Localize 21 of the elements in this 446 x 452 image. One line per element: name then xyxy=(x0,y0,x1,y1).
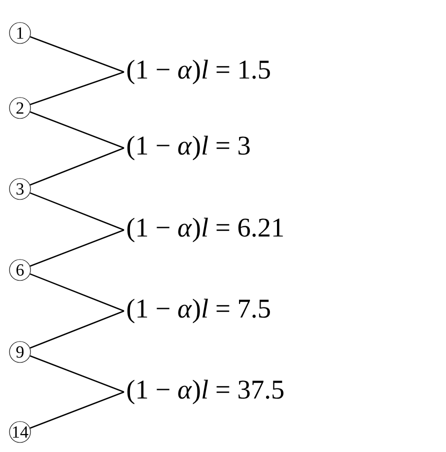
circled-number: 2 xyxy=(9,97,31,119)
connector-line xyxy=(30,229,124,267)
connector-line xyxy=(30,71,124,106)
connector-line xyxy=(30,111,124,149)
connector-line xyxy=(30,391,124,429)
connector-line xyxy=(30,36,124,73)
circled-number: 9 xyxy=(9,341,31,363)
formula-label: (1 − α)l = 7.5 xyxy=(127,298,270,324)
connector-line xyxy=(30,310,124,349)
formula-label: (1 − α)l = 3 xyxy=(127,136,250,160)
circled-number: 1 xyxy=(9,22,31,44)
circled-number: 3 xyxy=(9,178,31,200)
connector-line xyxy=(30,355,124,393)
connector-line xyxy=(30,147,124,186)
formula-label: (1 − α)l = 6.21 xyxy=(127,218,283,242)
circled-number: 6 xyxy=(9,259,31,281)
connector-line xyxy=(30,273,124,312)
formula-label: (1 − α)l = 37.5 xyxy=(127,380,284,404)
connector-line xyxy=(30,192,124,231)
circled-number: 14 xyxy=(9,421,31,443)
formula-label: (1 − α)l = 1.5 xyxy=(127,60,270,84)
